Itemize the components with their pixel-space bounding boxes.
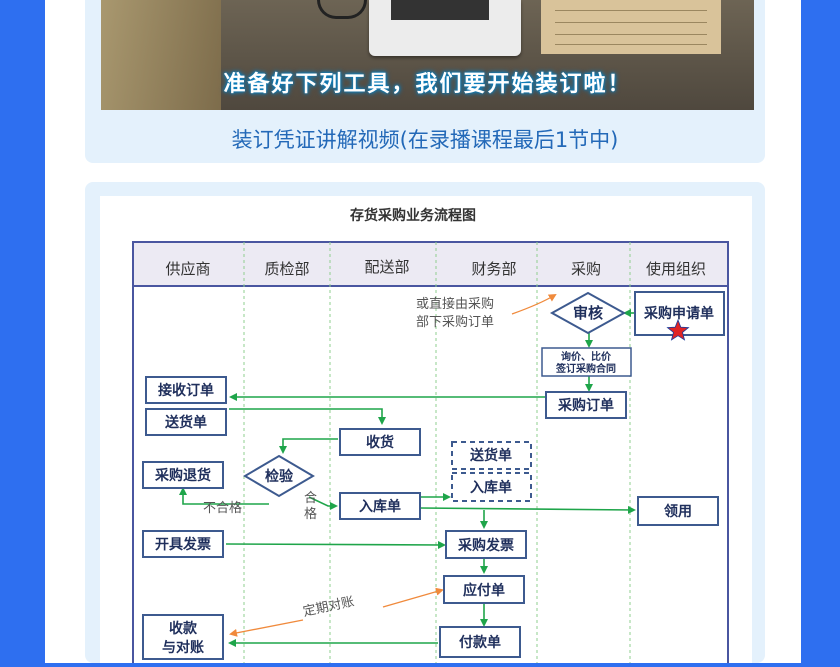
label-review: 审核	[573, 304, 603, 322]
note-reconcile: 定期对账	[302, 594, 356, 619]
node-issue-invoice	[142, 530, 224, 558]
label-collect-1: 收款	[169, 620, 198, 637]
label-payable: 应付单	[463, 582, 505, 599]
node-review	[549, 291, 627, 335]
label-purchase-request: 采购申请单	[643, 305, 714, 322]
lane-finance: 财务部	[471, 260, 516, 278]
note-pass-2: 格	[304, 506, 317, 522]
flowchart: 存货采购业务流程图 供应商 质检部 配送部 财务部 采购 使用组织	[132, 207, 729, 667]
label-purchase-order: 采购订单	[557, 397, 614, 414]
note-direct-1: 或直接由采购	[416, 296, 494, 312]
video-overlay-text: 准备好下列工具，我们要开始装订啦！	[223, 72, 632, 97]
lane-quality: 质检部	[264, 260, 309, 278]
note-fail: 不合格	[203, 500, 242, 516]
node-warehouse-in	[339, 492, 421, 520]
video-caption: 装订凭证讲解视频(在录播课程最后1节中)	[231, 128, 619, 152]
node-inspect	[243, 454, 315, 498]
node-inquiry	[541, 347, 632, 377]
label-purchase-invoice: 采购发票	[457, 537, 514, 554]
lane-distribution: 配送部	[364, 258, 409, 276]
label-collect-2: 与对账	[162, 639, 204, 656]
node-warehouse-in-dashed	[451, 472, 532, 502]
label-purchase-return: 采购退货	[154, 467, 211, 484]
lane-supplier: 供应商	[165, 260, 210, 278]
node-payable	[443, 575, 525, 604]
label-issue-invoice: 开具发票	[155, 536, 211, 553]
label-inquiry-2: 签订采购合同	[555, 362, 616, 375]
label-warehouse-in: 入库单	[359, 498, 401, 515]
lane-frame	[132, 241, 729, 667]
node-delivery-note-dashed	[451, 441, 532, 470]
node-purchase-order	[545, 391, 627, 419]
node-delivery-note	[145, 408, 227, 436]
label-delivery-note: 送货单	[164, 414, 207, 431]
node-purchase-return	[142, 461, 224, 489]
note-pass-1: 合	[304, 491, 317, 506]
voucher-paper	[541, 0, 721, 54]
lane-purchasing: 采购	[571, 260, 601, 278]
diagram-title: 存货采购业务流程图	[350, 207, 476, 224]
label-inquiry-1: 询价、比价	[561, 350, 612, 363]
note-direct-2: 部下采购订单	[416, 314, 494, 330]
label-receive-goods: 收货	[366, 434, 394, 451]
flowchart-container: 存货采购业务流程图 供应商 质检部 配送部 财务部 采购 使用组织	[100, 196, 752, 667]
node-payment	[439, 626, 521, 658]
video-thumbnail[interactable]: 准备好下列工具，我们要开始装订啦！	[101, 0, 754, 110]
node-use	[637, 496, 719, 526]
node-receive-goods	[339, 428, 421, 456]
star-icon	[666, 318, 690, 341]
node-collect-reconcile	[142, 614, 224, 660]
label-receive-order: 接收订单	[158, 382, 214, 399]
sleeve	[101, 0, 221, 110]
label-payment: 付款单	[459, 634, 501, 651]
label-delivery-note-dashed: 送货单	[469, 447, 512, 464]
label-warehouse-in-dashed: 入库单	[470, 479, 512, 496]
label-use: 领用	[664, 503, 692, 520]
label-inspect: 检验	[265, 468, 294, 485]
lane-user-org: 使用组织	[646, 260, 706, 278]
node-receive-order	[145, 376, 227, 404]
lane-header-bar	[132, 241, 729, 287]
binding-machine	[369, 0, 521, 56]
node-purchase-invoice	[445, 530, 527, 559]
